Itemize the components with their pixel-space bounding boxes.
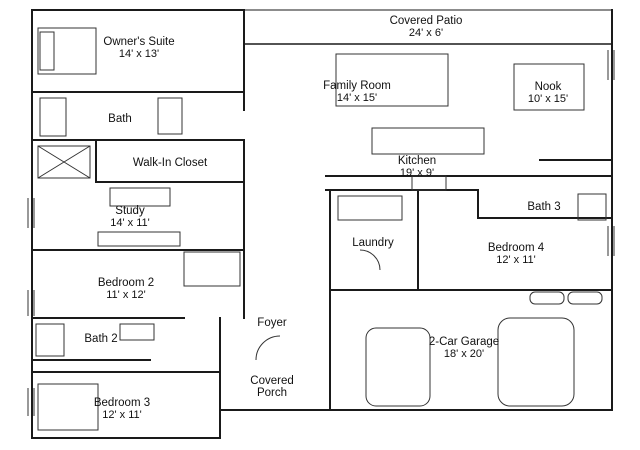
bath2-name: Bath 2	[84, 333, 118, 345]
label-bath: Bath	[108, 113, 132, 125]
bath3-name: Bath 3	[527, 201, 561, 213]
garage-car-left	[365, 327, 431, 407]
wall-closet	[95, 139, 245, 183]
study-desk	[109, 187, 171, 207]
label-laundry: Laundry	[352, 237, 394, 249]
bath-tub	[39, 97, 67, 137]
kitchen-island	[371, 127, 485, 155]
exterior-wall-west	[31, 9, 221, 439]
label-family-room: Family Room 14' x 15'	[323, 80, 391, 104]
bedroom4-dim: 12' x 11'	[496, 254, 536, 266]
window-west-2	[27, 290, 35, 316]
kitchen-range	[411, 175, 447, 191]
owners-bed-pillow	[39, 31, 55, 71]
covered-porch-name2: Porch	[256, 387, 288, 399]
garage-car-right	[497, 317, 575, 407]
family-room-name: Family Room	[323, 80, 391, 92]
garage-tank	[529, 291, 565, 305]
bedroom4-name: Bedroom 4	[487, 242, 545, 254]
label-bedroom2: Bedroom 2 11' x 12'	[98, 277, 154, 301]
label-garage: 2-Car Garage 18' x 20'	[429, 336, 499, 360]
covered-porch-name: Covered	[250, 375, 294, 387]
label-bedroom4: Bedroom 4 12' x 11'	[488, 242, 544, 266]
garage-tank2	[567, 291, 603, 305]
window-west-1	[27, 198, 35, 228]
walkin-closet-cross	[37, 145, 91, 179]
window-east-2	[607, 226, 615, 256]
garage-name: 2-Car Garage	[428, 336, 500, 348]
study-dim: 14' x 11'	[110, 217, 150, 229]
bath-name: Bath	[108, 113, 132, 125]
label-bath3: Bath 3	[527, 201, 560, 213]
exterior-wall-south	[219, 409, 613, 439]
label-owners-suite: Owner's Suite 14' x 13'	[103, 36, 174, 60]
laundry-counter	[337, 195, 403, 221]
label-bath2: Bath 2	[84, 333, 117, 345]
wall-laundry	[329, 189, 419, 291]
label-walk-in-closet: Walk-In Closet	[130, 157, 210, 169]
study-name: Study	[115, 205, 145, 217]
nook-dim: 10' x 15'	[527, 93, 569, 105]
bedroom3-bed	[37, 383, 99, 431]
label-bedroom3: Bedroom 3 12' x 11'	[94, 397, 150, 421]
walkin-closet-x	[37, 145, 91, 179]
kitchen-dim: 19' x 9'	[399, 167, 435, 179]
covered-patio-dim: 24' x 6'	[408, 27, 444, 39]
window-west-3	[27, 388, 35, 416]
label-nook: Nook 10' x 15'	[528, 81, 568, 105]
window-east-1	[607, 50, 615, 80]
walk-in-closet-name: Walk-In Closet	[132, 157, 208, 169]
bedroom2-name: Bedroom 2	[97, 277, 155, 289]
laundry-name: Laundry	[352, 237, 394, 249]
bath2-tub	[35, 323, 65, 357]
bedroom2-dim: 11' x 12'	[106, 289, 146, 301]
door-swing-laundry	[359, 249, 381, 271]
owners-suite-dim: 14' x 13'	[118, 48, 160, 60]
bath3-tub	[577, 193, 607, 221]
bedroom3-dim: 12' x 11'	[102, 409, 142, 421]
bath-vanity	[157, 97, 183, 135]
bath2-vanity	[119, 323, 155, 341]
foyer-name: Foyer	[257, 317, 287, 329]
bedroom3-name: Bedroom 3	[93, 397, 151, 409]
family-sofa	[335, 53, 449, 107]
covered-patio-name: Covered Patio	[389, 15, 463, 27]
nook-table	[513, 63, 585, 111]
nook-name: Nook	[534, 81, 562, 93]
label-covered-porch: Covered Porch	[250, 375, 293, 399]
owners-bed	[37, 27, 97, 75]
label-study: Study 14' x 11'	[110, 205, 149, 229]
study-sofa	[97, 231, 181, 247]
label-foyer: Foyer	[257, 317, 286, 329]
owners-suite-name: Owner's Suite	[103, 36, 175, 48]
label-kitchen: Kitchen 19' x 9'	[398, 155, 436, 179]
door-swing-foyer	[255, 335, 281, 361]
wall-bath3	[477, 189, 613, 219]
kitchen-name: Kitchen	[397, 155, 437, 167]
family-room-dim: 14' x 15'	[336, 92, 378, 104]
bedroom2-closet	[183, 251, 241, 287]
garage-dim: 18' x 20'	[443, 348, 485, 360]
label-covered-patio: Covered Patio 24' x 6'	[390, 15, 463, 39]
